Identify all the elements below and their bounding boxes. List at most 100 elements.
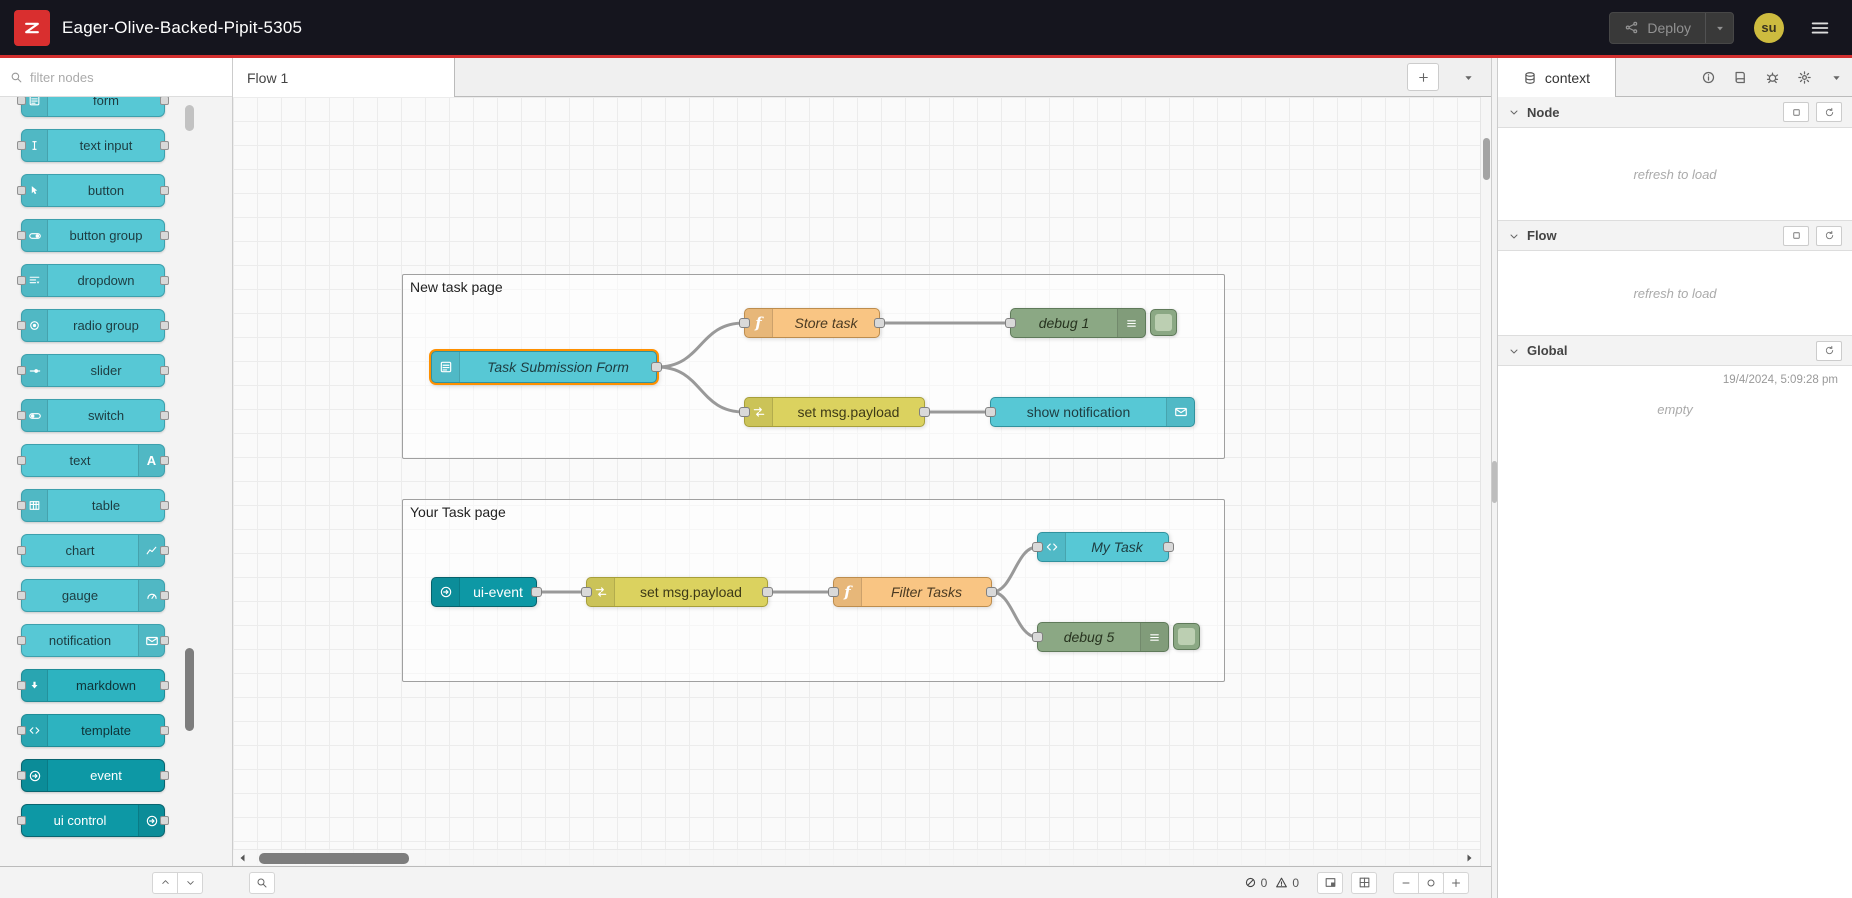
port	[17, 276, 26, 285]
warning-count[interactable]: 0	[1275, 876, 1299, 890]
scroll-left-button[interactable]	[234, 850, 252, 866]
input-port[interactable]	[739, 318, 750, 328]
node-context-refresh-button[interactable]	[1816, 102, 1842, 122]
palette-node-dropdown[interactable]: dropdown	[17, 264, 169, 297]
filter-nodes-input[interactable]	[30, 69, 222, 85]
input-port[interactable]	[985, 407, 996, 417]
palette-scrollbar-thumb[interactable]	[185, 648, 194, 731]
palette-scrollbar[interactable]	[185, 97, 195, 866]
node-show-notification[interactable]: show notification	[985, 397, 1195, 427]
node-set-msg-payload-1[interactable]: set msg.payload	[739, 397, 930, 427]
input-port[interactable]	[739, 407, 750, 417]
scrollbar-thumb[interactable]	[259, 853, 409, 864]
palette-search[interactable]	[0, 58, 232, 97]
port	[17, 771, 26, 780]
node-my-task[interactable]: My Task	[1032, 532, 1174, 562]
node-filter-tasks[interactable]: f Filter Tasks	[828, 577, 997, 607]
palette-collapse-down-button[interactable]	[177, 871, 203, 894]
output-port[interactable]	[531, 587, 542, 597]
canvas-footer: 0 0	[233, 871, 1491, 894]
palette-node-table[interactable]: table	[17, 489, 169, 522]
port	[17, 546, 26, 555]
node-debug-1[interactable]: debug 1	[1005, 308, 1146, 338]
zoom-in-button[interactable]	[1443, 871, 1469, 894]
sidebar-separator[interactable]	[1491, 58, 1498, 898]
palette-node-radio-group[interactable]: radio group	[17, 309, 169, 342]
canvas-vertical-scrollbar[interactable]	[1480, 97, 1491, 866]
palette-node-template[interactable]: template	[17, 714, 169, 747]
grid-toggle-button[interactable]	[1351, 871, 1377, 894]
palette-node-text-input[interactable]: text input	[17, 129, 169, 162]
palette-node-form[interactable]: form	[17, 97, 169, 117]
sidebar-tab-list-button[interactable]	[1820, 58, 1852, 96]
output-port[interactable]	[1163, 542, 1174, 552]
input-port[interactable]	[828, 587, 839, 597]
tab-help-button[interactable]	[1724, 58, 1756, 96]
add-flow-button[interactable]	[1407, 63, 1439, 91]
node-store-task[interactable]: f Store task	[739, 308, 885, 338]
node-ui-event[interactable]: ui-event	[431, 577, 542, 607]
node-task-submission-form[interactable]: Task Submission Form	[431, 351, 662, 383]
palette-node-button-group[interactable]: button group	[17, 219, 169, 252]
palette-node-slider[interactable]: slider	[17, 354, 169, 387]
zoom-reset-button[interactable]	[1418, 871, 1444, 894]
palette-node-notification[interactable]: notification	[17, 624, 169, 657]
node-debug-5[interactable]: debug 5	[1032, 622, 1169, 652]
flow-canvas[interactable]: New task page Your Task page	[233, 97, 1491, 866]
palette-node-markdown[interactable]: markdown	[17, 669, 169, 702]
palette-node-text[interactable]: A text	[17, 444, 169, 477]
palette-node-button[interactable]: button	[17, 174, 169, 207]
node-context-copy-button[interactable]	[1783, 102, 1809, 122]
main-menu-button[interactable]	[1802, 10, 1838, 46]
navigator-toggle-button[interactable]	[1317, 871, 1343, 894]
tab-context[interactable]: context	[1498, 58, 1616, 97]
palette-node-switch[interactable]: switch	[17, 399, 169, 432]
palette-collapse-up-button[interactable]	[152, 871, 178, 894]
global-context-refresh-button[interactable]	[1816, 340, 1842, 361]
debug-toggle-button[interactable]	[1173, 623, 1200, 650]
error-count[interactable]: 0	[1244, 876, 1267, 890]
book-icon	[1733, 70, 1748, 85]
user-avatar[interactable]: su	[1754, 12, 1784, 43]
debug-toggle-button[interactable]	[1150, 309, 1177, 336]
output-port[interactable]	[762, 587, 773, 597]
scrollbar-thumb[interactable]	[1483, 138, 1490, 180]
palette-scrollbar-thumb[interactable]	[185, 105, 194, 131]
search-flows-button[interactable]	[249, 871, 275, 894]
node-context-empty: refresh to load	[1633, 166, 1717, 182]
input-port[interactable]	[1005, 318, 1016, 328]
scroll-right-button[interactable]	[1460, 850, 1478, 866]
output-port[interactable]	[651, 362, 662, 372]
port	[160, 771, 169, 780]
tab-info-button[interactable]	[1692, 58, 1724, 96]
collapse-global-section-button[interactable]	[1508, 345, 1520, 357]
input-port[interactable]	[1032, 542, 1043, 552]
palette-node-ui-control[interactable]: ui control	[17, 804, 169, 837]
tab-flow-1[interactable]: Flow 1	[233, 58, 455, 97]
deploy-options-button[interactable]	[1705, 12, 1733, 43]
canvas-horizontal-scrollbar[interactable]	[233, 849, 1480, 866]
palette-node-gauge[interactable]: gauge	[17, 579, 169, 612]
deploy-button[interactable]: Deploy	[1609, 11, 1734, 44]
palette-node-chart[interactable]: chart	[17, 534, 169, 567]
radio-icon	[22, 310, 48, 341]
flow-context-refresh-button[interactable]	[1816, 225, 1842, 246]
palette-list[interactable]: form text input button	[0, 97, 232, 866]
flow-context-copy-button[interactable]	[1783, 225, 1809, 246]
collapse-node-section-button[interactable]	[1508, 106, 1520, 118]
tab-config-button[interactable]	[1788, 58, 1820, 96]
output-port[interactable]	[986, 587, 997, 597]
input-port[interactable]	[581, 587, 592, 597]
output-port[interactable]	[874, 318, 885, 328]
input-port[interactable]	[1032, 632, 1043, 642]
node-set-msg-payload-2[interactable]: set msg.payload	[581, 577, 773, 607]
tab-debug-button[interactable]	[1756, 58, 1788, 96]
collapse-flow-section-button[interactable]	[1508, 230, 1520, 242]
zoom-out-button[interactable]	[1393, 871, 1419, 894]
switch-icon	[22, 400, 48, 431]
output-port[interactable]	[919, 407, 930, 417]
refresh-icon	[1824, 107, 1835, 118]
flow-list-button[interactable]	[1451, 58, 1485, 96]
palette-node-event[interactable]: event	[17, 759, 169, 792]
separator-grip[interactable]	[1492, 461, 1497, 503]
